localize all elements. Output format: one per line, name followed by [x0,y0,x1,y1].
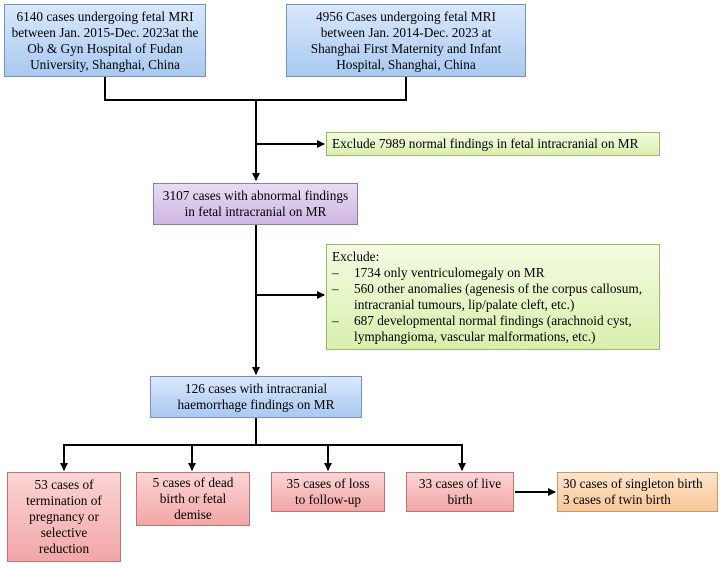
outcome-line: 35 cases of loss [286,476,370,491]
exclude-item-line: 687 developmental normal findings (arach… [354,313,632,328]
outcome-line: to follow-up [294,492,362,507]
exclude-list-item: – 560 other anomalies (agenesis of the c… [332,281,654,313]
outcome-box-termination: 53 cases of termination of pregnancy or … [7,472,121,562]
exclude-normal-text: Exclude 7989 normal findings in fetal in… [332,136,639,151]
exclude-list-title: Exclude: [332,249,380,264]
source-box-shanghai-first: 4956 Cases undergoing fetal MRI between … [286,4,526,77]
source-fudan-line: between Jan. 2015-Dec. 2023at the [11,24,199,40]
haemorrhage-line: haemorrhage findings on MR [177,397,335,412]
source-fudan-line: University, Shanghai, China [30,56,180,72]
outcome-line: selective [40,525,88,540]
exclude-list-box: Exclude: – 1734 only ventriculomegaly on… [326,244,660,350]
outcome-line: 33 cases of live [418,476,502,491]
exclude-dash: – [332,265,339,280]
live-birth-detail-box: 30 cases of singleton birth 3 cases of t… [557,472,718,512]
outcome-line: demise [174,507,212,522]
exclude-normal-box: Exclude 7989 normal findings in fetal in… [326,132,660,156]
exclude-list-item: – 687 developmental normal findings (ara… [332,313,654,345]
exclude-dash: – [332,313,339,328]
outcome-line: birth [447,492,473,507]
exclude-item-line: 1734 only ventriculomegaly on MR [354,265,545,280]
outcome-line: 5 cases of dead [152,475,234,490]
source-shanghai-line: between Jan. 2014-Dec. 2023 at [320,24,492,40]
haemorrhage-line: 126 cases with intracranial [184,381,328,396]
haemorrhage-box: 126 cases with intracranial haemorrhage … [150,376,362,418]
outcome-line: pregnancy or [29,509,99,524]
abnormal-findings-box: 3107 cases with abnormal findings in fet… [153,183,358,225]
live-birth-detail-line: 3 cases of twin birth [563,492,671,507]
exclude-dash: – [332,281,339,296]
source-shanghai-line: Hospital, Shanghai, China [336,56,476,72]
outcome-line: 53 cases of [34,477,94,492]
abnormal-line: 3107 cases with abnormal findings [162,188,349,203]
source-shanghai-line: Shanghai First Maternity and Infant [310,40,502,56]
source-fudan-line: Ob & Gyn Hospital of Fudan [27,40,183,56]
outcome-line: termination of [26,493,102,508]
abnormal-line: in fetal intracranial on MR [184,204,327,219]
outcome-box-live-birth: 33 cases of live birth [406,472,514,512]
outcome-box-loss-follow-up: 35 cases of loss to follow-up [271,472,385,512]
live-birth-detail-line: 30 cases of singleton birth [563,476,703,491]
source-box-fudan: 6140 cases undergoing fetal MRI between … [4,4,206,77]
exclude-item-line: intracranial tumours, lip/palate cleft, … [354,297,575,312]
exclude-list-item: – 1734 only ventriculomegaly on MR [332,265,654,281]
outcome-box-dead-birth: 5 cases of dead birth or fetal demise [136,472,250,526]
outcome-line: birth or fetal [159,491,227,506]
exclude-item-line: lymphangioma, vascular malformations, et… [354,329,596,344]
outcome-line: reduction [38,541,90,556]
source-fudan-line: 6140 cases undergoing fetal MRI [16,8,194,24]
exclude-item-line: 560 other anomalies (agenesis of the cor… [354,281,643,296]
source-shanghai-line: 4956 Cases undergoing fetal MRI [316,8,496,24]
